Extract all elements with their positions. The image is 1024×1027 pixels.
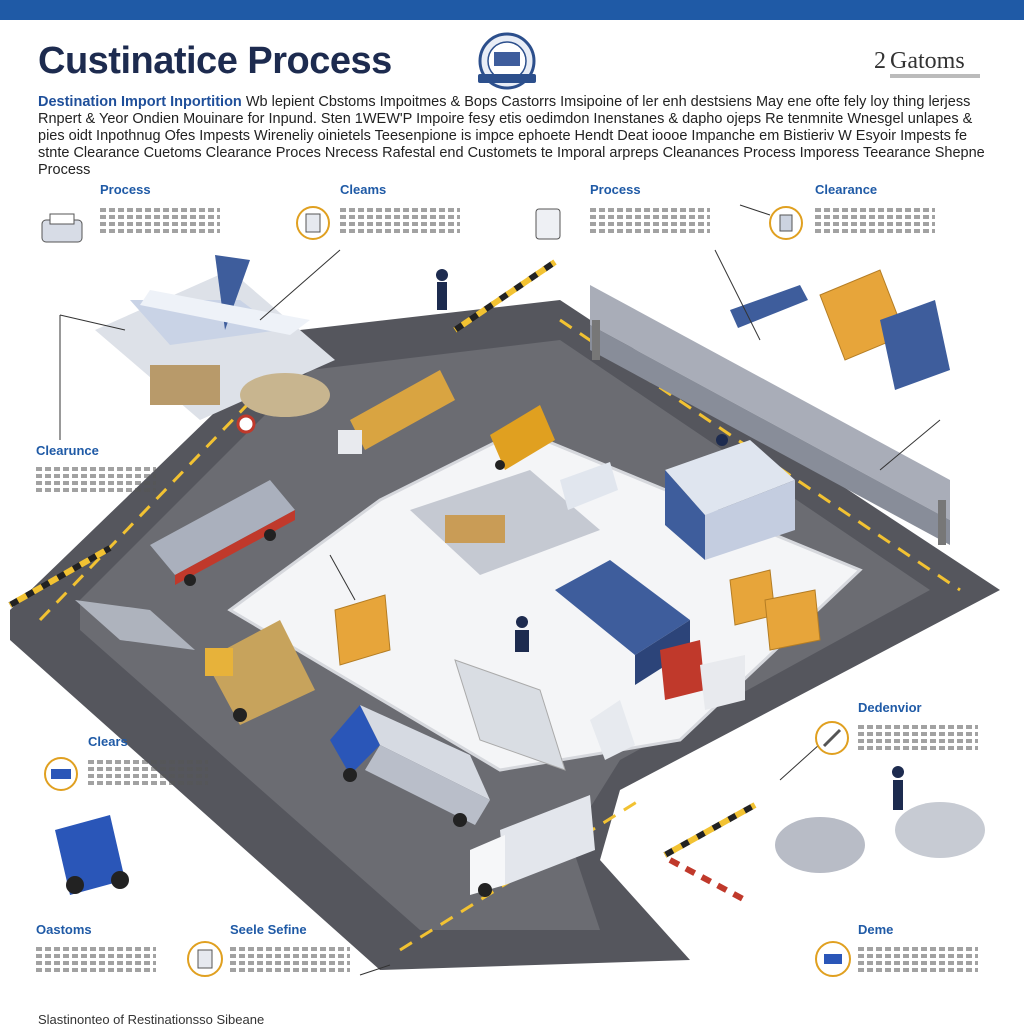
- callout-text-clears: [88, 757, 208, 788]
- callout-text-process-2: [590, 205, 710, 236]
- van-yellow: [490, 405, 555, 470]
- ship-hull: [410, 470, 600, 575]
- callout-text-oastoms: [36, 944, 156, 975]
- truck-white-box: [470, 795, 595, 897]
- brand-logo: 2 Gatoms: [874, 48, 980, 78]
- callout-label: Process: [100, 182, 151, 197]
- printer-icon: [41, 213, 83, 243]
- intro-lead: Destination Import Inportition: [38, 94, 242, 110]
- callout-process-2: Process: [590, 182, 641, 197]
- callout-dedenvior: Dedenvior: [858, 700, 922, 715]
- document-icon: [296, 206, 330, 240]
- callout-text-clearance-1: [815, 205, 935, 236]
- callout-oastoms: Oastoms: [36, 922, 92, 937]
- stamp-icon: [769, 206, 803, 240]
- footer-caption: Slastinonteo of Restinationsso Sibeane: [38, 1012, 265, 1027]
- callout-label: Clearance: [815, 182, 878, 197]
- callout-text-seele-sefine: [230, 944, 350, 975]
- truck-container-yellow: [338, 370, 455, 454]
- callout-label: Seele Sefine: [230, 922, 307, 937]
- callout-clearance-1: Clearance: [815, 182, 877, 197]
- cargo-containers: [334, 269, 950, 666]
- callout-text-cleams: [340, 205, 460, 236]
- airport-terminal: [95, 255, 335, 434]
- seal-icon: [478, 32, 536, 90]
- tools-icon: [815, 721, 849, 755]
- truck-icon: [44, 757, 78, 791]
- brand-name: Gatoms: [890, 48, 965, 74]
- barrier-gates: [8, 259, 757, 903]
- callout-process-1: Process: [100, 182, 151, 197]
- callout-clearunce: Clearunce: [36, 443, 99, 458]
- warehouse-shelf: [75, 600, 566, 771]
- callout-text-deme: [858, 944, 978, 975]
- workers: [436, 269, 904, 810]
- callout-clears: Clears: [88, 734, 128, 749]
- intro-body: Wb lepient Cbstoms Impoitmes & Bops Cast…: [38, 94, 985, 178]
- intro-paragraph: Destination Import Inportition Wb lepien…: [38, 94, 988, 179]
- dump-truck: [205, 620, 315, 725]
- callout-label: Cleams: [340, 182, 387, 197]
- delivery-truck-icon: [815, 941, 851, 977]
- top-accent-bar: [0, 0, 1024, 20]
- callout-label: Dedenvior: [858, 700, 922, 715]
- callout-label: Clearunce: [36, 443, 99, 458]
- callout-cleams: Cleams: [340, 182, 386, 197]
- forklift: [55, 815, 129, 895]
- callout-text-clearunce: [36, 464, 156, 495]
- scanner-icon: [187, 941, 223, 977]
- callout-deme: Deme: [858, 922, 893, 937]
- vehicles: [55, 370, 985, 897]
- truck-blue-cab: [330, 705, 490, 827]
- trailer-containers: [555, 560, 745, 710]
- callout-text-dedenvior: [858, 722, 978, 753]
- callout-label: Oastoms: [36, 922, 92, 937]
- callout-seele-sefine: Seele Sefine: [230, 922, 307, 937]
- clipboard-icon: [535, 208, 561, 240]
- truck-flatbed: [150, 480, 295, 586]
- page-title: Custinatice Process: [38, 40, 392, 82]
- callout-label: Process: [590, 182, 641, 197]
- brand-prefix: 2: [874, 48, 886, 74]
- customs-process-diagram: [8, 204, 1000, 976]
- callout-pointers: [59, 204, 941, 976]
- tractor-white: [590, 700, 635, 760]
- callout-label: Clears: [88, 734, 128, 749]
- callout-text-process-1: [100, 205, 220, 236]
- customs-building: [560, 440, 795, 560]
- overhead-sign-gantry: [590, 285, 950, 545]
- cars-grey: [775, 802, 985, 873]
- callout-label: Deme: [858, 922, 894, 937]
